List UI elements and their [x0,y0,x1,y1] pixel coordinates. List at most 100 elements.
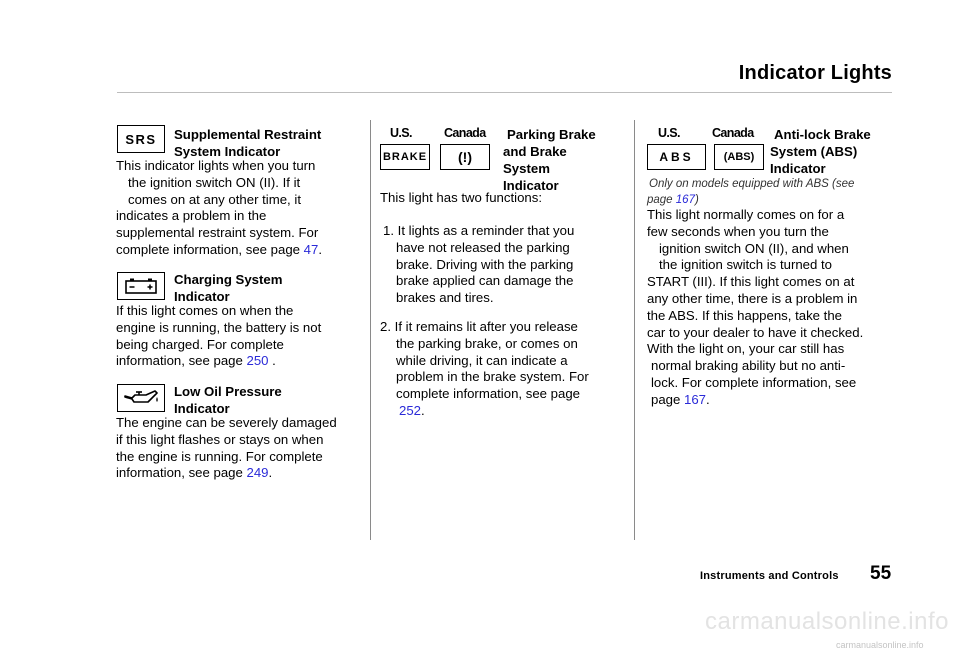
us-label: U.S. [390,126,413,140]
text-line: ignition switch ON (II), and when [659,240,849,256]
brake-intro: This light has two functions: [380,190,542,205]
text-line: The engine can be severely damaged [116,415,337,430]
brake-heading-line: and Brake [503,144,567,159]
watermark: carmanualsonline.info [705,608,949,635]
abs-paragraph: This light normally comes on for a few s… [647,207,902,409]
text-line: 2. If it remains lit after you release [380,319,578,334]
brake-heading: Parking Brake and Brake System Indicator [503,126,596,194]
brake-heading-line: Indicator [503,178,559,193]
us-label-abs: U.S. [658,126,681,140]
text-line: the parking brake, or comes on [396,335,578,351]
page-link-252[interactable]: 252 [399,402,422,418]
oil-heading-line: Indicator [174,401,230,416]
text-line: START (III). If this light comes on at [647,274,855,290]
text-line: being charged. For complete [116,336,284,352]
abs-heading-line: Anti-lock Brake [774,127,871,142]
text-line: car to your dealer to have it checked. [647,324,864,340]
srs-heading-line: Supplemental Restraint [174,127,322,142]
punct: ) [694,194,699,206]
column-divider-1 [370,120,371,540]
text-line: engine is running, the battery is not [116,319,322,335]
oil-indicator-icon [117,384,165,412]
brake-item-1: 1. It lights as a reminder that you have… [383,223,628,307]
text-line: the ABS. If this happens, take the [647,307,843,323]
text-line: supplemental restraint system. For [116,225,319,241]
brake-canada-symbol: (!) [458,149,472,165]
srs-symbol: SRS [125,131,157,147]
text-line: indicates a problem in the [116,208,267,224]
punct: . [318,241,323,257]
abs-heading: Anti-lock Brake System (ABS) Indicator [770,126,871,177]
page-link-249[interactable]: 249 [246,465,269,481]
charging-paragraph: If this light comes on when the engine i… [116,303,366,370]
text-line: page [651,391,685,407]
oil-paragraph: The engine can be severely damaged if th… [116,415,371,482]
header-rule [117,92,892,93]
text-line: complete information, see page [116,241,304,257]
oil-heading: Low Oil Pressure Indicator [174,383,282,417]
text-line: brakes and tires. [396,290,494,306]
brake-us-indicator-icon: BRAKE [380,144,430,170]
text-line: if this light flashes or stays on when [116,431,324,447]
text-line: With the light on, your car still has [647,341,845,357]
canada-label: Canada [444,126,486,140]
text-line: brake. Driving with the parking [396,256,574,272]
brake-canada-indicator-icon: (!) [440,144,490,170]
page-link-250[interactable]: 250 [246,353,269,369]
charging-heading-line: Charging System [174,272,283,287]
text-line: brake applied can damage the [396,273,574,289]
text-line: This light normally comes on for a [647,207,845,222]
charging-heading-line: Indicator [174,289,230,304]
abs-canada-indicator-icon: (ABS) [714,144,764,170]
column-divider-2 [634,120,635,540]
srs-heading: Supplemental Restraint System Indicator [174,126,321,160]
text-line: lock. For complete information, see [651,374,857,390]
punct: . [268,465,273,481]
canada-label-abs: Canada [712,126,754,140]
footer-section-label: Instruments and Controls [700,570,839,582]
text-line: complete information, see page [396,386,581,402]
brake-heading-line: Parking Brake [507,127,596,142]
abs-heading-line: Indicator [770,161,826,176]
punct: . [421,402,425,418]
watermark-small: carmanualsonline.info [836,640,924,650]
abs-symbol: ABS [659,150,694,164]
text-line: few seconds when you turn the [647,223,829,239]
text-line: normal braking ability but no anti- [651,358,846,374]
text-line: If this light comes on when the [116,303,294,318]
srs-indicator-icon: SRS [117,125,165,153]
charging-indicator-icon [117,272,165,300]
oil-can-icon [124,390,158,403]
abs-canada-symbol: (ABS) [723,151,755,163]
text-line: have not released the parking [396,239,570,255]
text-line: the engine is running. For complete [116,448,323,464]
battery-icon [125,278,157,294]
text-line: comes on at any other time, it [128,191,301,207]
text-line: while driving, it can indicate a [396,352,568,368]
page-title: Indicator Lights [738,62,892,84]
abs-heading-line: System (ABS) [770,144,858,159]
abs-us-indicator-icon: ABS [647,144,706,170]
text-line: This indicator lights when you turn [116,158,316,173]
note-line: page [647,194,676,206]
page-link-47[interactable]: 47 [303,241,319,257]
srs-paragraph: This indicator lights when you turn the … [116,158,366,259]
text-line: the ignition switch ON (II). If it [128,174,301,190]
text-line: problem in the brake system. For [396,369,589,385]
text-line: any other time, there is a problem in [647,290,858,306]
text-line: information, see page [116,465,247,481]
text-line: 1. It lights as a reminder that you [383,223,575,238]
page-link-167-note[interactable]: 167 [675,194,695,206]
punct: . [706,391,710,407]
page-number: 55 [870,563,892,584]
note-line: Only on models equipped with ABS (see [649,178,855,190]
text-line: the ignition switch is turned to [659,257,832,273]
oil-heading-line: Low Oil Pressure [174,384,282,399]
srs-heading-line: System Indicator [174,144,281,159]
charging-heading: Charging System Indicator [174,271,282,305]
brake-item-2: 2. If it remains lit after you release t… [380,319,630,420]
punct: . [268,353,276,369]
page-link-167[interactable]: 167 [684,391,707,407]
text-line: information, see page [116,353,247,369]
brake-heading-line: System [503,161,550,176]
